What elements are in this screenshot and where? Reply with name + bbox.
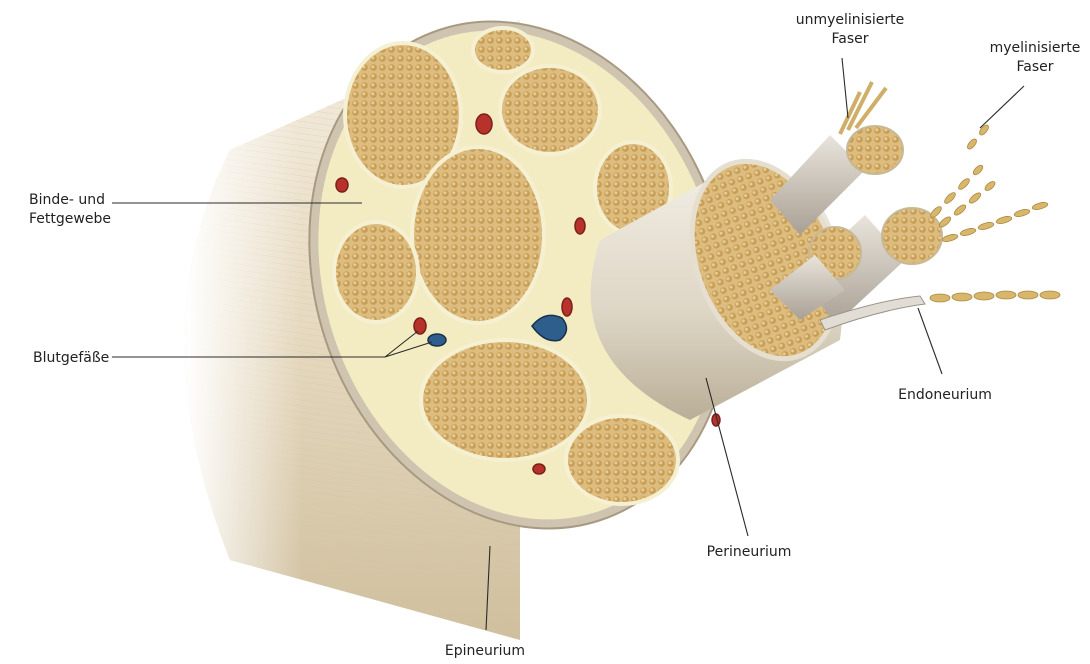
myelinated-axons — [929, 123, 1049, 242]
label-unmyelinated-line2: Faser — [831, 31, 868, 47]
fascicle — [566, 416, 678, 504]
single-myelinated-fiber — [930, 291, 1060, 302]
fascicle — [412, 147, 544, 323]
artery — [575, 218, 585, 234]
label-connective-line1: Binde- und — [29, 192, 105, 208]
label-myelinated-line2: Faser — [1016, 59, 1053, 75]
fascicle — [421, 340, 589, 460]
nerve-fibers — [770, 82, 1060, 330]
label-epineurium: Epineurium — [445, 643, 525, 659]
fascicle — [334, 222, 418, 322]
artery — [476, 114, 492, 134]
artery — [562, 298, 572, 316]
fascicle — [500, 66, 600, 154]
leader-myelinated — [980, 86, 1024, 128]
label-perineurium: Perineurium — [707, 544, 792, 560]
label-connective-line2: Fettgewebe — [29, 211, 111, 227]
label-endoneurium: Endoneurium — [898, 387, 992, 403]
leader-perineurium — [706, 378, 748, 536]
label-myelinated-line1: myelinisierte — [990, 40, 1081, 56]
fascicle — [473, 28, 533, 72]
leader-unmyelinated — [842, 58, 848, 118]
leader-endoneurium — [918, 308, 942, 374]
artery — [336, 178, 348, 192]
artery — [414, 318, 426, 334]
vein — [428, 334, 446, 346]
label-unmyelinated-line1: unmyelinisierte — [796, 12, 904, 28]
artery — [533, 464, 545, 474]
label-blood-vessels: Blutgefäße — [33, 350, 109, 366]
unmyelinated-fiber-bundle — [847, 126, 903, 174]
